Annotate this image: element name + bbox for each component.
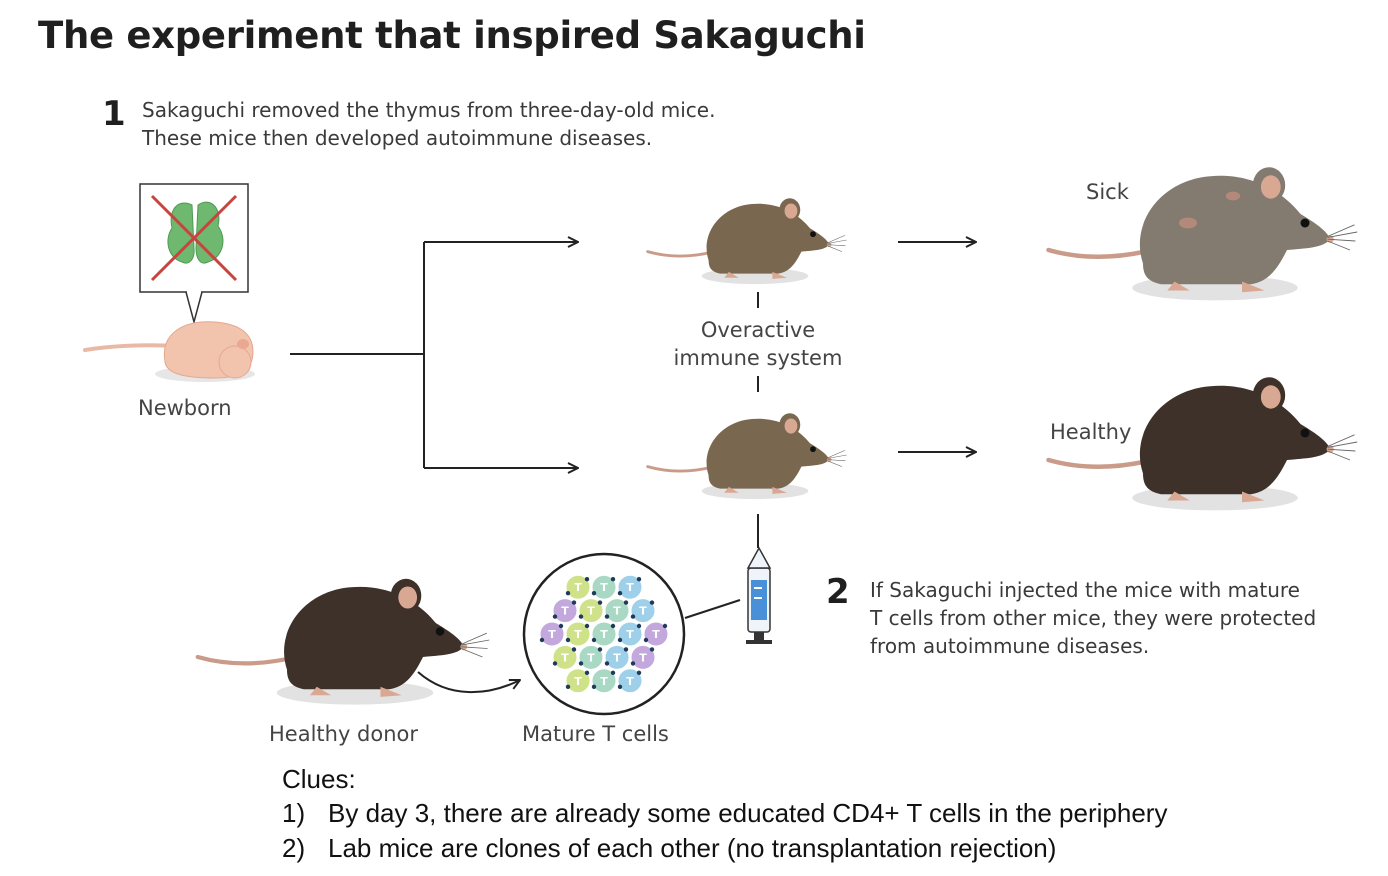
svg-text:T: T (600, 675, 608, 688)
svg-text:T: T (561, 605, 569, 618)
svg-text:T: T (652, 628, 660, 641)
step-2-number: 2 (826, 572, 850, 612)
clues-heading: Clues: (282, 764, 356, 794)
t-cell-icon: T (552, 644, 578, 670)
arrow-icon (417, 671, 520, 694)
mature-t-cells-label: Mature T cells (522, 722, 669, 746)
svg-text:T: T (548, 628, 556, 641)
t-cell-icon: T (630, 644, 656, 670)
step-2-text: If Sakaguchi injected the mice with matu… (870, 576, 1316, 660)
clue-number: 1) (282, 798, 306, 828)
t-cell-icon: T (617, 621, 643, 647)
svg-text:T: T (600, 581, 608, 594)
healthy-donor-label: Healthy donor (269, 722, 419, 746)
overactive-label: Overactive immune system (658, 316, 858, 372)
newborn-label: Newborn (138, 396, 232, 420)
step-2-line: If Sakaguchi injected the mice with matu… (870, 578, 1300, 602)
t-cell-icon: T (552, 598, 578, 624)
t-cell-icon: T (604, 644, 630, 670)
t-cell-icon: T (591, 574, 617, 600)
step-1-line: Sakaguchi removed the thymus from three-… (142, 98, 716, 122)
svg-text:T: T (626, 675, 634, 688)
step-2-line: from autoimmune diseases. (870, 634, 1150, 658)
t-cell-icon: T (591, 621, 617, 647)
svg-text:T: T (626, 628, 634, 641)
clue-item: 2) Lab mice are clones of each other (no … (282, 833, 1056, 864)
svg-text:T: T (587, 651, 595, 664)
svg-text:T: T (587, 605, 595, 618)
svg-text:T: T (600, 628, 608, 641)
t-cell-icon: T (565, 668, 591, 694)
t-cell-icon: T (565, 574, 591, 600)
newborn-mouse-icon (83, 321, 255, 382)
t-cell-icon: T (578, 644, 604, 670)
adult-mouse-icon (646, 411, 849, 501)
step-2-line: T cells from other mice, they were prote… (870, 606, 1317, 630)
cross-line (150, 194, 238, 282)
step-1-text: Sakaguchi removed the thymus from three-… (142, 96, 715, 152)
healthy-label: Healthy (1050, 420, 1132, 444)
t-cell-icon: T (578, 598, 604, 624)
svg-text:T: T (561, 651, 569, 664)
svg-text:T: T (574, 675, 582, 688)
sick-label: Sick (1086, 180, 1129, 204)
sick-mouse-icon (1049, 167, 1358, 300)
t-cell-icon: T (643, 621, 669, 647)
clue-text: Lab mice are clones of each other (no tr… (328, 833, 1057, 863)
t-cell-icon: T (591, 668, 617, 694)
branch-connector (290, 242, 976, 619)
t-cell-icon: T (617, 574, 643, 600)
t-cell-icon: T (565, 621, 591, 647)
svg-text:T: T (639, 651, 647, 664)
svg-text:T: T (639, 605, 647, 618)
clue-number: 2) (282, 833, 306, 863)
overactive-line: immune system (673, 346, 843, 370)
t-cell-icon: T (630, 598, 656, 624)
svg-text:T: T (574, 628, 582, 641)
syringe-icon (746, 546, 772, 644)
svg-text:T: T (613, 651, 621, 664)
svg-text:T: T (613, 605, 621, 618)
step-1-line: These mice then developed autoimmune dis… (142, 126, 653, 150)
overactive-line: Overactive (700, 318, 816, 342)
adult-mouse-icon (646, 196, 849, 286)
clue-text: By day 3, there are already some educate… (328, 798, 1168, 828)
svg-text:T: T (626, 581, 634, 594)
t-cell-icon: T (539, 621, 565, 647)
t-cell-icon: T (604, 598, 630, 624)
svg-text:T: T (574, 581, 582, 594)
step-1-number: 1 (102, 94, 126, 134)
donor-mouse-icon (198, 579, 490, 705)
page-title: The experiment that inspired Sakaguchi (38, 14, 866, 57)
clue-item: 1) By day 3, there are already some educa… (282, 798, 1167, 829)
thymus-callout (139, 183, 249, 325)
t-cell-icon: T (617, 668, 643, 694)
